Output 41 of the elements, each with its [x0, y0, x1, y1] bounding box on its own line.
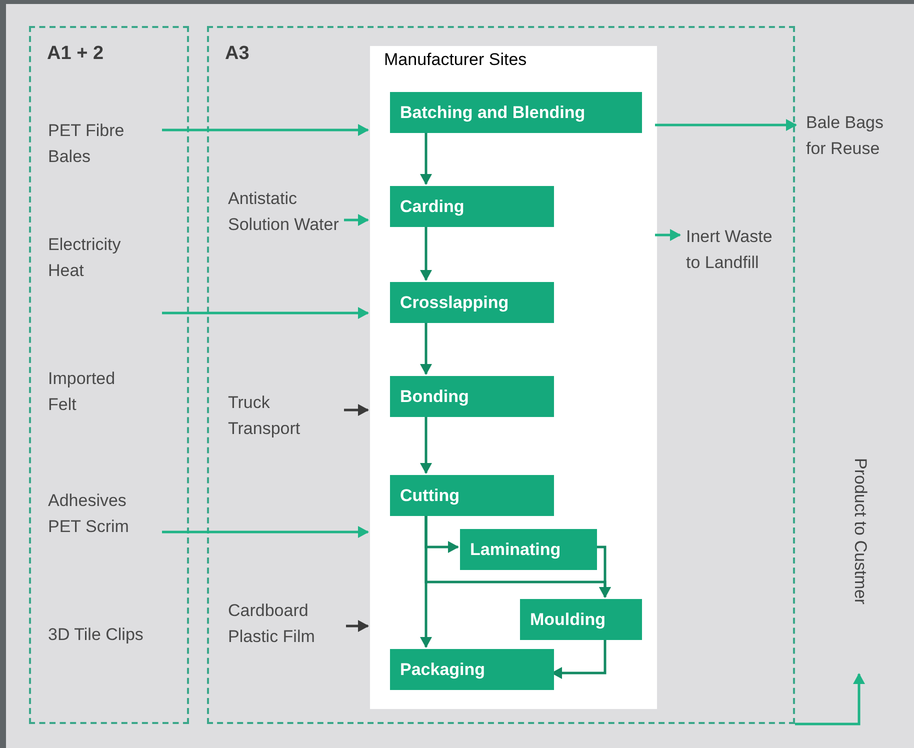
input-label: Adhesives PET Scrim: [48, 488, 158, 542]
arrow: [420, 225, 432, 281]
input-label: Truck Transport: [228, 390, 344, 444]
arrow: [420, 415, 432, 474]
region-heading: A1 + 2: [47, 42, 104, 66]
process-box: Packaging: [390, 649, 554, 690]
output-label: Inert Waste to Landfill: [686, 224, 776, 304]
input-label: Imported Felt: [48, 366, 138, 420]
arrow: [595, 546, 611, 598]
process-box: Carding: [390, 186, 554, 227]
arrow: [420, 514, 432, 648]
process-box: Moulding: [520, 599, 642, 640]
region-heading: A3: [225, 42, 250, 66]
output-label: Bale Bags for Reuse: [806, 110, 902, 164]
arrow: [420, 321, 432, 375]
input-label: Electricity Heat: [48, 232, 158, 322]
arrow: [655, 229, 681, 241]
output-label: Product to Custmer: [846, 458, 872, 670]
arrow: [162, 526, 369, 538]
arrow: [344, 404, 369, 416]
process-box: Bonding: [390, 376, 554, 417]
process-box: Laminating: [460, 529, 597, 570]
input-label: PET Fibre Bales: [48, 118, 158, 172]
dashed-region-box: [207, 26, 795, 724]
arrow: [162, 124, 369, 136]
input-label: 3D Tile Clips: [48, 622, 178, 650]
panel-heading: Manufacturer Sites: [384, 49, 527, 71]
arrow: [795, 673, 865, 726]
input-label: Antistatic Solution Water: [228, 186, 344, 266]
arrow: [420, 131, 432, 185]
process-box: Crosslapping: [390, 282, 554, 323]
site-panel: [370, 46, 657, 709]
arrow: [344, 214, 369, 226]
process-box: Cutting: [390, 475, 554, 516]
arrow: [162, 307, 369, 319]
arrow: [655, 119, 797, 131]
arrow: [346, 620, 369, 632]
dashed-region-box: [29, 26, 189, 724]
process-box: Batching and Blending: [390, 92, 642, 133]
input-label: Cardboard Plastic Film: [228, 598, 348, 652]
arrow: [551, 638, 606, 679]
